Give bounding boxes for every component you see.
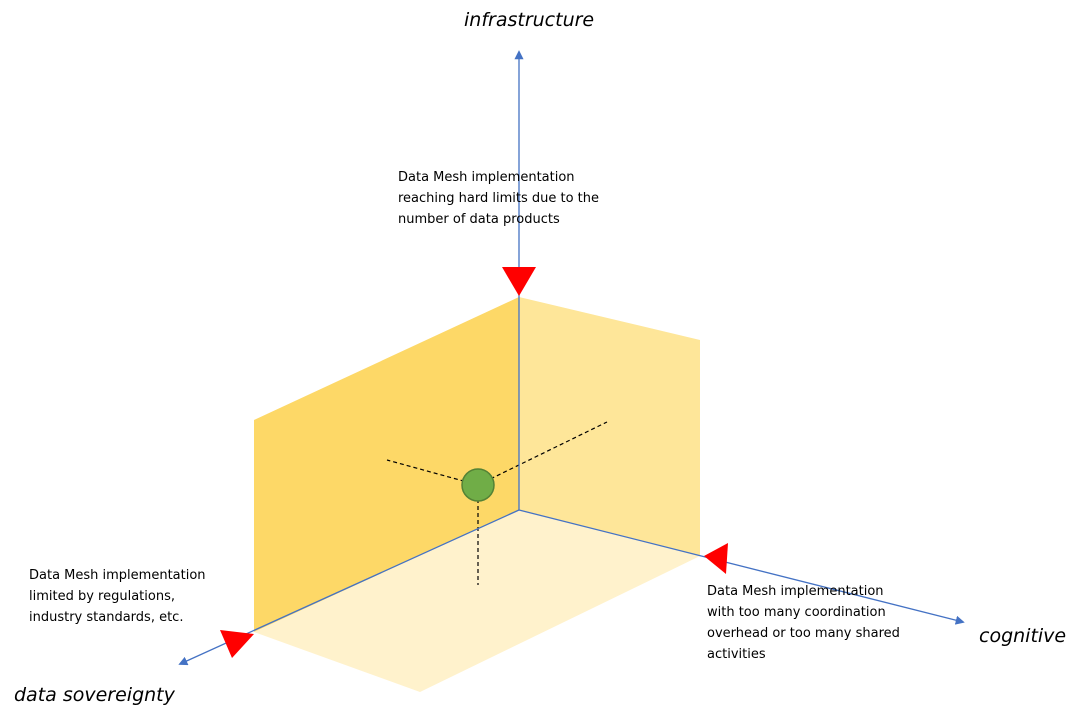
- note-line: number of data products: [398, 212, 560, 227]
- cognitive-sovereignty-floor-plane: [254, 510, 700, 692]
- cognitive-limit-marker: [704, 543, 728, 574]
- cognitive-limit-note: Data Mesh implementation with too many c…: [707, 581, 900, 665]
- note-line: industry standards, etc.: [29, 610, 184, 625]
- current-position-point: [461, 468, 495, 502]
- note-line: Data Mesh implementation: [398, 170, 575, 185]
- cognitive-axis: [518, 509, 965, 625]
- projection-line-cognitive: [477, 421, 608, 486]
- note-line: Data Mesh implementation: [707, 584, 884, 599]
- data-sovereignty-limit-marker: [220, 630, 254, 658]
- infrastructure-limit-marker: [502, 267, 536, 296]
- note-line: limited by regulations,: [29, 589, 175, 604]
- data-sovereignty-axis-label: data sovereignty: [14, 684, 175, 706]
- note-line: with too many coordination: [707, 605, 886, 620]
- note-line: activities: [707, 647, 766, 662]
- note-line: reaching hard limits due to the: [398, 191, 599, 206]
- infrastructure-cognitive-plane: [519, 297, 700, 556]
- note-line: overhead or too many shared: [707, 626, 900, 641]
- cognitive-axis-label: cognitive: [979, 625, 1067, 647]
- infrastructure-limit-note: Data Mesh implementation reaching hard l…: [398, 167, 599, 230]
- data-sovereignty-limit-note: Data Mesh implementation limited by regu…: [29, 565, 206, 628]
- note-line: Data Mesh implementation: [29, 568, 206, 583]
- infrastructure-sovereignty-plane: [254, 297, 519, 632]
- infrastructure-axis-label: infrastructure: [464, 9, 595, 31]
